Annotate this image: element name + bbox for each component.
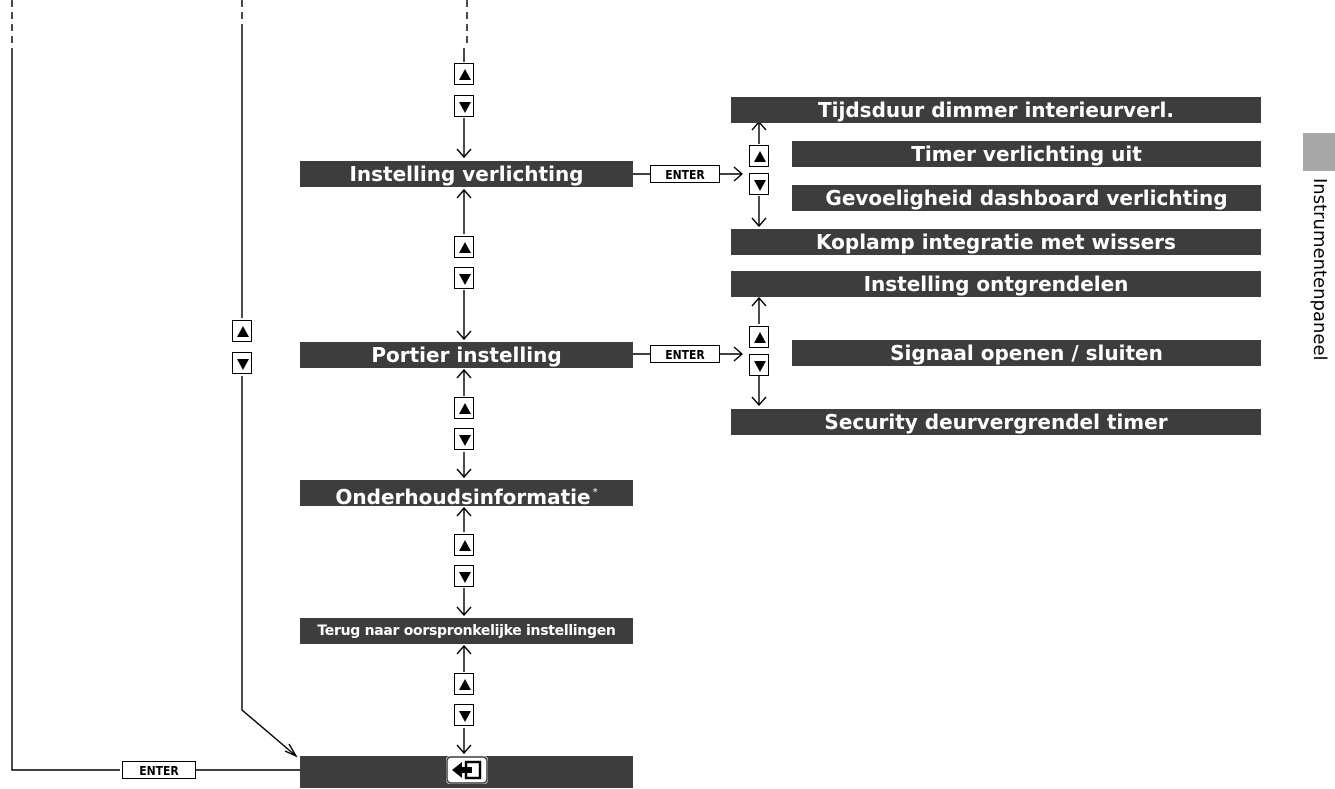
menu-item-maintenance[interactable]: Onderhoudsinformatie* bbox=[300, 480, 633, 509]
up-arrow-icon[interactable] bbox=[454, 673, 474, 695]
option-label: Tijdsduur dimmer interieurverl. bbox=[818, 98, 1174, 122]
up-arrow-icon[interactable] bbox=[749, 326, 769, 348]
enter-button-main[interactable]: ENTER bbox=[122, 761, 196, 779]
menu-item-label: Portier instelling bbox=[371, 343, 562, 367]
section-tab-marker bbox=[1303, 133, 1335, 171]
option-label: Signaal openen / sluiten bbox=[890, 341, 1163, 365]
enter-button-lighting[interactable]: ENTER bbox=[650, 165, 720, 183]
lighting-option-dashboard-sensitivity[interactable]: Gevoeligheid dashboard verlichting bbox=[792, 185, 1261, 211]
back-arrow-icon bbox=[446, 756, 488, 784]
door-option-open-close-signal[interactable]: Signaal openen / sluiten bbox=[792, 340, 1261, 366]
footnote-marker: * bbox=[592, 487, 598, 498]
enter-button-door[interactable]: ENTER bbox=[650, 345, 720, 363]
up-arrow-icon[interactable] bbox=[454, 534, 474, 556]
up-arrow-icon[interactable] bbox=[232, 320, 252, 342]
option-label: Security deurvergrendel timer bbox=[824, 410, 1168, 434]
door-option-unlock-setting[interactable]: Instelling ontgrendelen bbox=[731, 271, 1261, 297]
down-arrow-icon[interactable] bbox=[454, 704, 474, 726]
up-arrow-icon[interactable] bbox=[454, 397, 474, 419]
down-arrow-icon[interactable] bbox=[454, 565, 474, 587]
down-arrow-icon[interactable] bbox=[454, 428, 474, 450]
option-label: Koplamp integratie met wissers bbox=[816, 230, 1176, 254]
menu-item-door[interactable]: Portier instelling bbox=[300, 342, 633, 368]
option-label: Gevoeligheid dashboard verlichting bbox=[825, 186, 1228, 210]
lighting-option-off-timer[interactable]: Timer verlichting uit bbox=[792, 141, 1261, 167]
down-arrow-icon[interactable] bbox=[749, 354, 769, 376]
down-arrow-icon[interactable] bbox=[454, 95, 474, 117]
down-arrow-icon[interactable] bbox=[749, 173, 769, 195]
menu-item-label: Onderhoudsinformatie bbox=[335, 485, 591, 509]
down-arrow-icon[interactable] bbox=[454, 267, 474, 289]
option-label: Instelling ontgrendelen bbox=[863, 272, 1129, 296]
section-side-label: Instrumentenpaneel bbox=[1309, 178, 1330, 361]
menu-item-reset-defaults[interactable]: Terug naar oorspronkelijke instellingen bbox=[300, 618, 633, 644]
option-label: Timer verlichting uit bbox=[911, 142, 1142, 166]
menu-item-label: Instelling verlichting bbox=[349, 162, 584, 186]
menu-item-label: Terug naar oorspronkelijke instellingen bbox=[317, 623, 616, 639]
lighting-option-dimmer-duration[interactable]: Tijdsduur dimmer interieurverl. bbox=[731, 97, 1261, 123]
down-arrow-icon[interactable] bbox=[232, 352, 252, 374]
door-option-security-timer[interactable]: Security deurvergrendel timer bbox=[731, 409, 1261, 435]
up-arrow-icon[interactable] bbox=[454, 236, 474, 258]
up-arrow-icon[interactable] bbox=[749, 145, 769, 167]
up-arrow-icon[interactable] bbox=[454, 63, 474, 85]
lighting-option-headlight-wiper[interactable]: Koplamp integratie met wissers bbox=[731, 229, 1261, 255]
menu-item-lighting[interactable]: Instelling verlichting bbox=[300, 161, 633, 187]
